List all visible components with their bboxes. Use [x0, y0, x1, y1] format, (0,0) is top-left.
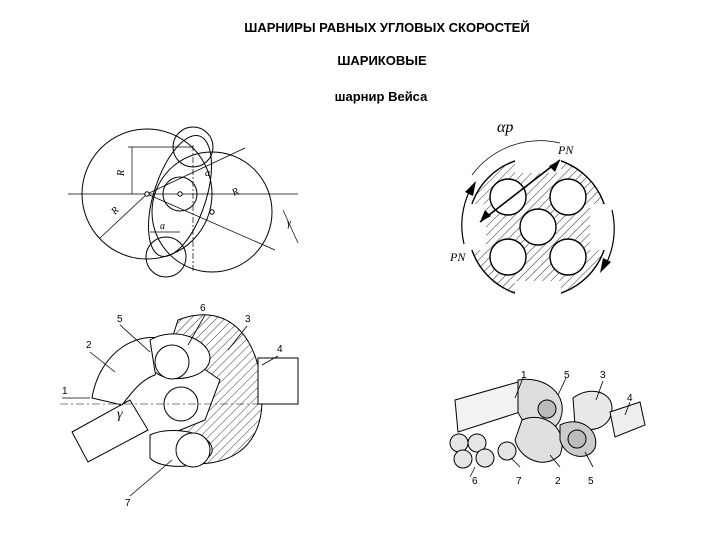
geometry-scheme	[68, 126, 299, 278]
ball-bottom-left	[489, 238, 527, 276]
alpha-arc	[471, 140, 561, 176]
exploded-labels: 1 5 3 4 6 7 2 5	[472, 370, 633, 487]
label-7: 7	[125, 498, 131, 509]
shaft-1	[71, 399, 149, 463]
label-6: 6	[200, 303, 206, 314]
section-labels: αp PN PN	[449, 119, 574, 264]
label-ex-3: 3	[600, 370, 606, 381]
ball-a	[449, 433, 469, 453]
part-4-shaft	[609, 401, 646, 438]
ball-center	[519, 208, 557, 246]
page-title: ШАРНИРЫ РАВНЫХ УГЛОВЫХ СКОРОСТЕЙ	[244, 20, 530, 35]
force-line	[479, 159, 561, 223]
ball-d	[475, 448, 495, 468]
label-ex-2: 2	[555, 476, 561, 487]
shaft-4	[257, 357, 299, 405]
ball-upper	[154, 344, 190, 380]
right-slot	[590, 204, 610, 250]
part-1-shaft	[454, 381, 521, 433]
label-3: 3	[245, 314, 251, 325]
label-ex-5: 5	[564, 370, 570, 381]
label-r2: R	[109, 205, 122, 218]
left-slot	[466, 204, 486, 250]
bottom-slot	[515, 281, 561, 299]
rotation-arrow-left	[461, 189, 471, 245]
label-ex-7: 7	[516, 476, 522, 487]
leader-4	[261, 355, 279, 366]
assembly-labels: 1 2 5 6 3 4 7 γ	[62, 303, 283, 509]
ball-top-right	[549, 178, 587, 216]
geometry-labels: R R R a a γ	[109, 168, 292, 232]
label-ex-1: 1	[521, 370, 527, 381]
label-gamma-assembly: γ	[117, 407, 123, 422]
label-2: 2	[86, 340, 92, 351]
ellipse-path	[148, 135, 212, 257]
label-r: R	[116, 170, 127, 177]
label-4: 4	[277, 344, 283, 355]
cross-section	[461, 140, 615, 299]
leader-3	[227, 325, 248, 351]
label-1: 1	[62, 386, 68, 397]
exploded-ball-5	[537, 399, 557, 419]
leader-2	[89, 351, 116, 373]
label-gamma: γ	[287, 218, 292, 229]
dim-gamma	[282, 209, 299, 244]
ball-bottom-right	[549, 238, 587, 276]
page-subtitle: ШАРИКОВЫЕ	[337, 53, 427, 68]
rotation-arrow-right	[605, 209, 615, 265]
label-pn-bottom: PN	[449, 250, 466, 264]
ray-lower	[146, 193, 276, 251]
exploded-ball-5b	[567, 429, 587, 449]
ball-top-left	[489, 178, 527, 216]
diagram-caption: шарнир Вейса	[334, 89, 428, 104]
ray-upper	[146, 147, 246, 195]
assembly-drawing	[60, 314, 299, 497]
label-a2: a	[160, 221, 165, 232]
exploded-view	[449, 377, 646, 478]
label-ex-6: 6	[472, 476, 478, 487]
lower-ball	[145, 236, 187, 278]
leader-7	[129, 459, 173, 497]
label-ex-4: 4	[627, 393, 633, 404]
leader-6	[187, 314, 206, 346]
ball-c	[453, 449, 473, 469]
ball-b	[467, 433, 487, 453]
label-r3: R	[229, 186, 240, 199]
label-ex-5b: 5	[588, 476, 594, 487]
ball-lower	[175, 432, 211, 468]
part-2-body	[514, 416, 563, 463]
ball-e	[497, 441, 517, 461]
label-alpha: αp	[497, 119, 513, 136]
label-pn-top: PN	[557, 143, 574, 157]
label-a1: a	[205, 168, 210, 179]
leader-5	[119, 324, 151, 353]
radius-r-line	[99, 193, 148, 239]
label-5: 5	[117, 314, 123, 325]
